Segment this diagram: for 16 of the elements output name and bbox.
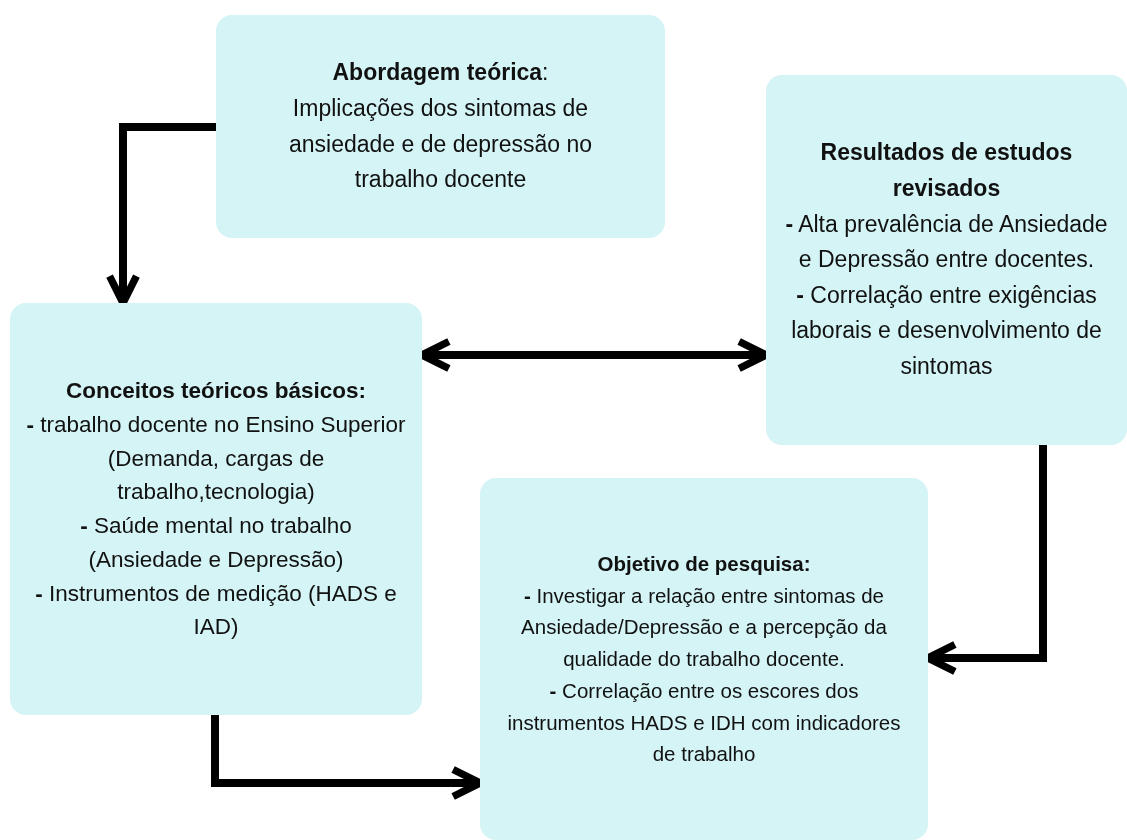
rounded-box [10, 303, 422, 715]
rounded-box [216, 15, 665, 238]
rounded-box [766, 75, 1127, 445]
box-text: - Instrumentos de medição (HADS e IAD) [34, 579, 398, 642]
box-heading: Objetivo de pesquisa: [597, 550, 811, 577]
box-text: - Investigar a relação entre sintomas de Ansiedade/Depressão e a percepção da qualidade do trabalho docente. [520, 582, 888, 673]
box-text: - Correlação entre exigências laborais e desenvolvimento de sintomas [790, 280, 1103, 382]
box-text: - Saúde mental no trabalho (Ansiedade e Depressão) [79, 512, 353, 574]
box-heading: Resultados de estudos revisados [819, 138, 1074, 203]
rounded-box [480, 478, 928, 840]
box-heading: Conceitos teóricos básicos: [65, 377, 367, 405]
box-text: - Alta prevalência de Ansiedade e Depressão entre docentes. [784, 209, 1109, 275]
box-text: - trabalho docente no Ensino Superior (Demanda, cargas de trabalho,tecnologia) [25, 410, 407, 507]
box-heading: Abordagem teórica: [332, 58, 549, 88]
box-text: - Correlação entre os escores dos instrumentos HADS e IDH com indicadores de trabalho [506, 677, 902, 768]
box-text: Implicações dos sintomas de ansiedade e de depressão no trabalho docente [287, 93, 594, 195]
